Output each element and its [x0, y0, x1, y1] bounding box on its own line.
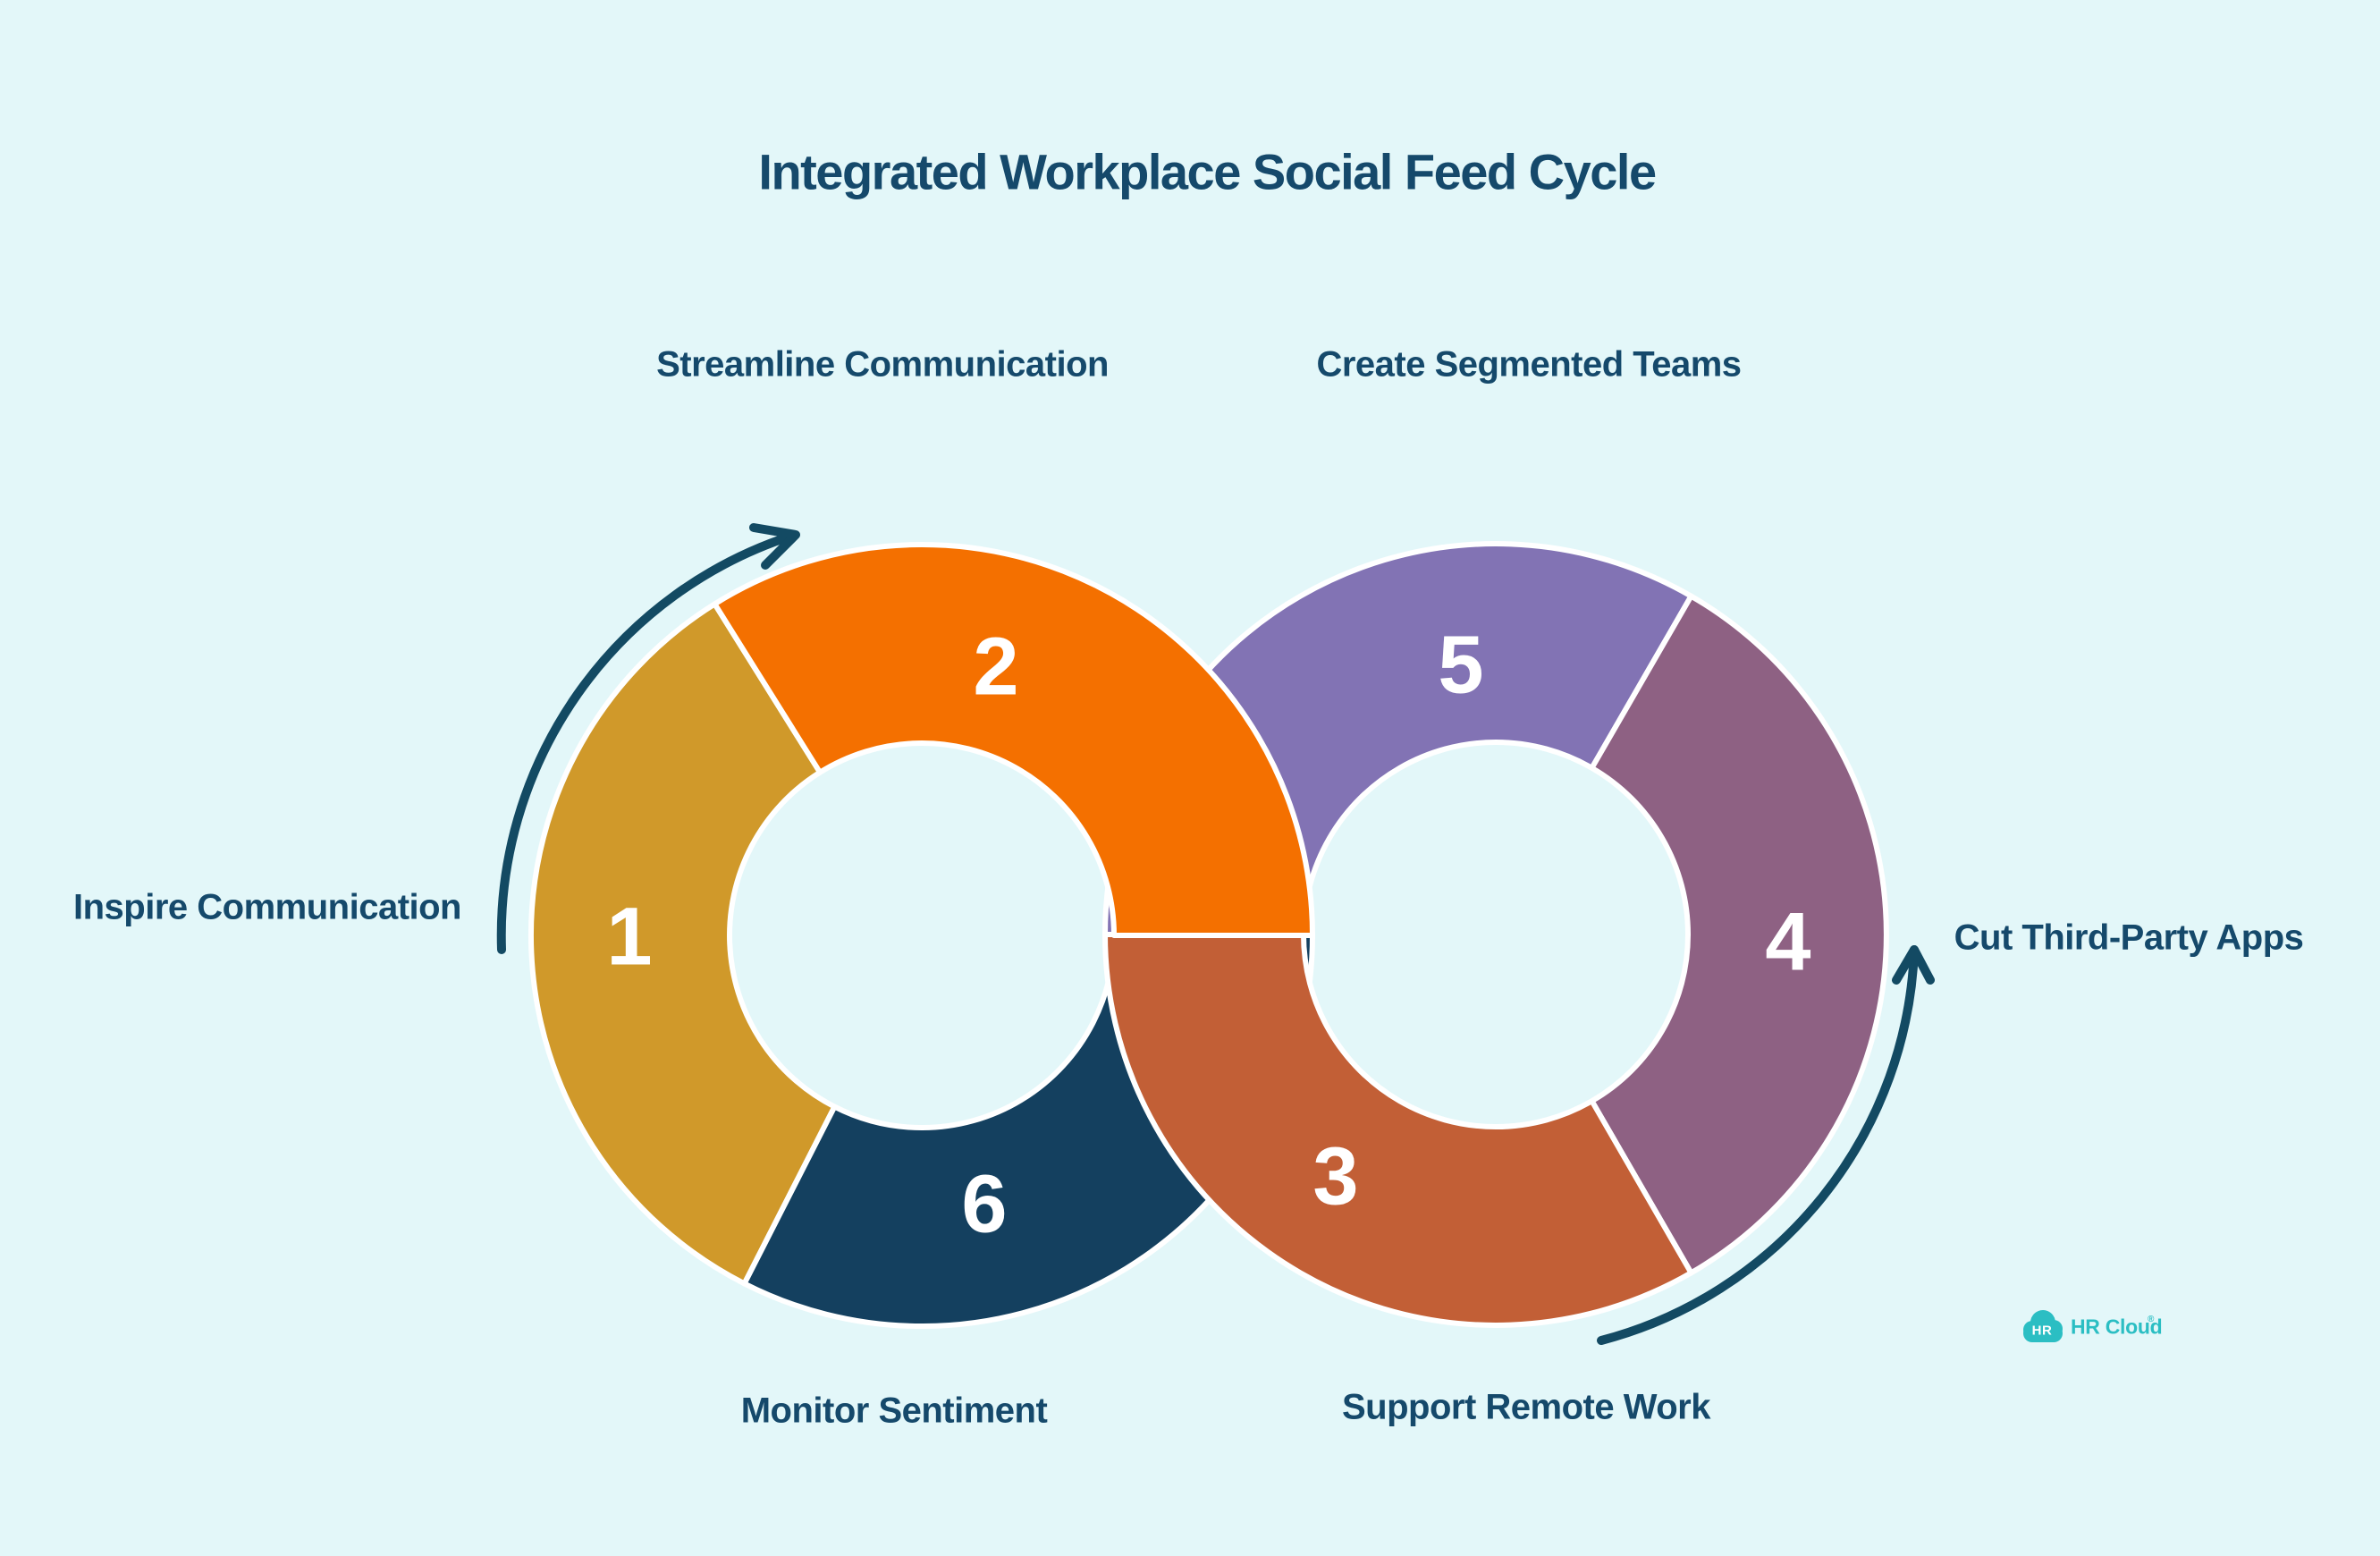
segment-number-4: 4 — [1765, 896, 1811, 988]
hr-cloud-logo-icon — [2023, 1310, 2063, 1342]
curved-arrow-bottom-right-icon — [1597, 945, 1935, 1345]
logo-wordmark: HR Cloud — [2071, 1315, 2163, 1339]
step-label-create-segmented-teams: Create Segmented Teams — [1316, 344, 1742, 385]
curved-arrow-top-left-icon — [496, 523, 800, 954]
logo-cloud-hr-text: HR — [2031, 1323, 2053, 1339]
segment-arc-step-2 — [712, 541, 1315, 938]
step-label-cut-third-party-apps: Cut Third-Party Apps — [1954, 918, 2304, 958]
segment-number-2: 2 — [973, 621, 1019, 713]
segment-number-5: 5 — [1438, 619, 1484, 711]
step-label-streamline-communication: Streamline Communication — [656, 344, 1109, 385]
segment-number-3: 3 — [1312, 1130, 1359, 1222]
segment-arc-step-4 — [1589, 593, 1889, 1276]
step-label-inspire-communication: Inspire Communication — [73, 887, 462, 927]
segment-number-1: 1 — [606, 891, 653, 983]
registered-mark: ® — [2148, 1315, 2155, 1324]
segment-number-6: 6 — [961, 1158, 1008, 1250]
step-label-monitor-sentiment: Monitor Sentiment — [740, 1391, 1048, 1431]
page-title: Integrated Workplace Social Feed Cycle — [758, 143, 1657, 200]
segment-arc-step-1 — [528, 601, 838, 1287]
segment-arc-step-3 — [1102, 932, 1694, 1328]
step-label-support-remote-work: Support Remote Work — [1341, 1387, 1711, 1427]
